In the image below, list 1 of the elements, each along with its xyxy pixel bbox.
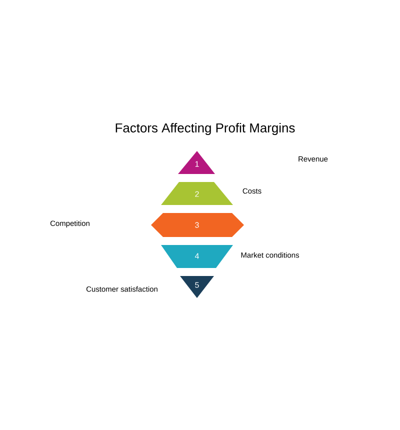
title: Factors Affecting Profit Margins [116,122,295,136]
